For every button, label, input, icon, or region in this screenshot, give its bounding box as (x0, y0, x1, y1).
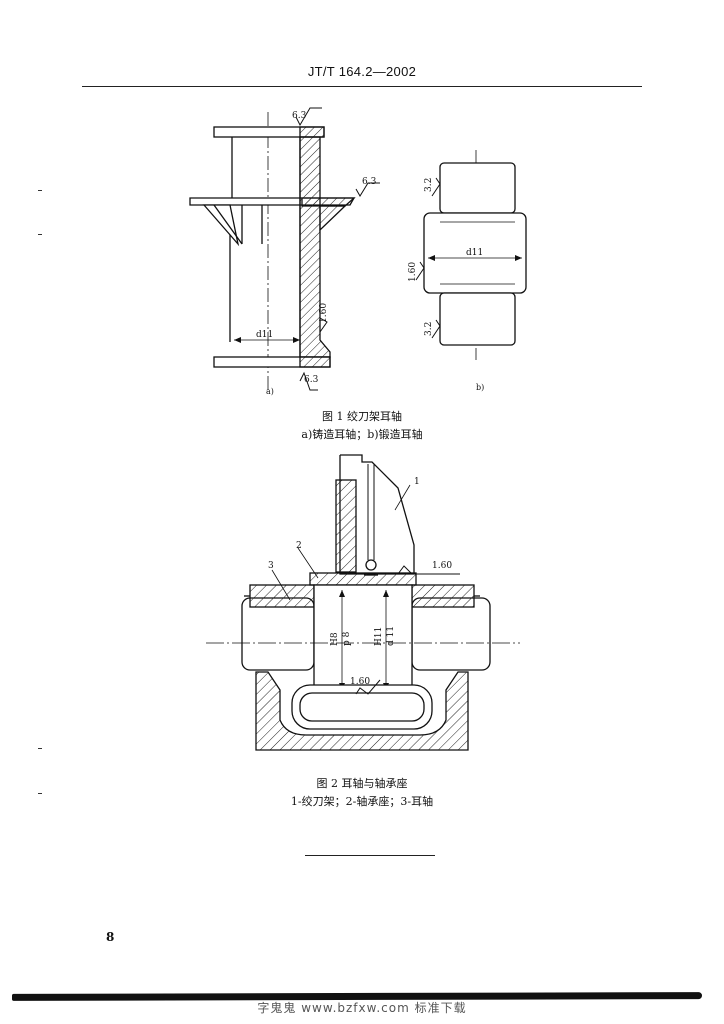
page-number: 8 (106, 930, 115, 944)
roughness-value: 1.60 (432, 561, 452, 571)
watermark: 字鬼鬼 www.bzfxw.com 标准下载 (257, 1001, 467, 1015)
fit-label-shaft: H11 (374, 627, 384, 646)
roughness-value: 3.2 (424, 178, 434, 192)
margin-mark (38, 748, 42, 749)
margin-mark (38, 234, 42, 235)
figure-1: 6.3 6.3 1.60 6.3 d11 a) 3.2 1.60 3.2 d11… (189, 107, 527, 396)
part-label-2: 2 (296, 541, 302, 551)
panel-a-drawing (189, 107, 380, 392)
figure-2-subcaption: 1-绞刀架；2-轴承座；3-耳轴 (290, 795, 434, 808)
header-rule (82, 86, 642, 87)
figure-1-caption: 图 1 绞刀架耳轴 (322, 410, 402, 423)
roughness-value: 1.60 (350, 677, 370, 687)
fit-label-bore: H8 (330, 632, 340, 646)
panel-a-label: a) (266, 387, 274, 396)
figure-1-subcaption: a)铸造耳轴；b)锻造耳轴 (301, 428, 423, 441)
fit-label-bore: p 8 (342, 631, 352, 646)
dimension-label: d11 (466, 248, 483, 258)
fit-label-shaft: d 11 (386, 626, 396, 646)
panel-b-label: b) (476, 383, 484, 392)
roughness-value: 6.3 (362, 177, 377, 187)
dimension-label: d11 (256, 330, 273, 340)
margin-mark (38, 190, 42, 191)
figure-2: 1 2 3 1.60 1.60 H8 p 8 H11 d 11 (206, 454, 520, 751)
roughness-value: 6.3 (292, 111, 307, 121)
figure-2-caption: 图 2 耳轴与轴承座 (316, 777, 408, 790)
footer-rule (305, 855, 435, 856)
standard-code: JT/T 164.2—2002 (307, 64, 417, 79)
roughness-value: 3.2 (424, 322, 434, 336)
part-label-1: 1 (414, 477, 420, 487)
part-label-3: 3 (268, 561, 274, 571)
roughness-value: 1.60 (319, 303, 329, 323)
roughness-value: 1.60 (408, 262, 418, 282)
assembly-drawing (206, 454, 520, 751)
roughness-value: 6.3 (304, 375, 319, 385)
panel-b-drawing (415, 150, 527, 360)
margin-mark (38, 793, 42, 794)
